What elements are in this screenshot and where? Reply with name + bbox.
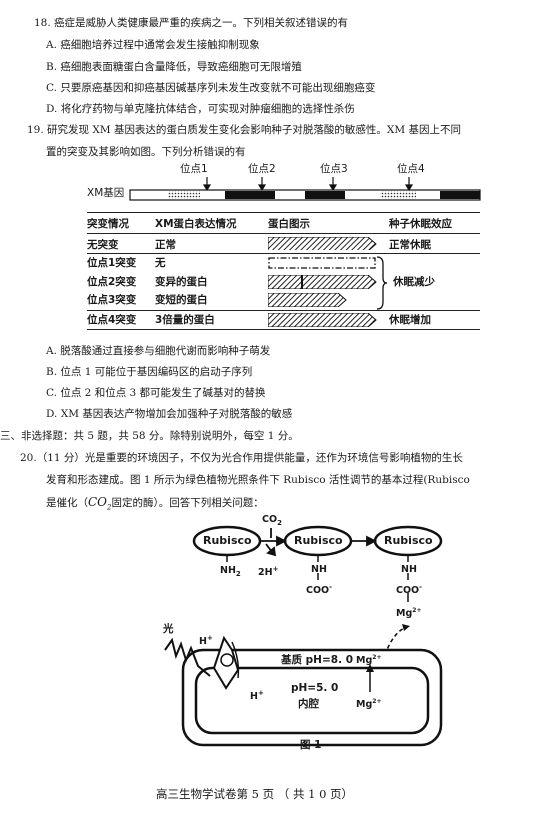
- table-row: 位点3突变 变短的蛋白: [87, 292, 480, 310]
- co2-formula: CO2: [88, 495, 112, 512]
- co2-label: CO2: [262, 514, 282, 527]
- q18-stem: 18. 癌症是威胁人类健康最严重的疾病之一。下列相关叙述错误的有: [34, 17, 349, 29]
- q20-line3: 是催化（CO2固定的酶）。回答下列相关问题：: [46, 496, 264, 514]
- q20-line2: 发育和形态建成。图 1 所示为绿色植物光照条件下 Rubisco 活性调节的基本…: [46, 474, 470, 486]
- mg-complex-label: Mg2+: [396, 607, 422, 620]
- lumen-ph-label: pH=5. 0: [291, 682, 339, 694]
- light-label: 光: [163, 623, 174, 635]
- table-rule: [87, 253, 480, 254]
- q19-option-d: D. XM 基因表达产物增加会加强种子对脱落酸的敏感: [46, 408, 293, 420]
- protein-short-icon: [268, 293, 347, 307]
- q19-option-a: A. 脱落酸通过直接参与细胞代谢而影响种子萌发: [46, 345, 271, 357]
- table-row: 位点1突变 无: [87, 255, 480, 271]
- table-row: 位点4突变 3倍量的蛋白 休眠增加: [87, 311, 480, 329]
- table-header: 突变情况 XM蛋白表达情况 蛋白图示 种子休眠效应: [87, 213, 480, 233]
- q20-line3-end: 固定的酶）。回答下列相关问题：: [111, 497, 264, 509]
- row-expression: 变短的蛋白: [155, 294, 208, 306]
- row-mutation: 位点1突变: [87, 257, 137, 269]
- q18-option-d: D. 将化疗药物与单克隆抗体结合，可实现对肿瘤细胞的选择性杀伤: [46, 103, 355, 115]
- q19-stem-line2: 置的突变及其影响如图。下列分析错误的有: [46, 146, 246, 158]
- protein-variant-icon: [268, 275, 377, 289]
- row-expression: 正常: [155, 239, 176, 251]
- table-rule: [87, 310, 480, 311]
- q19-option-c: C. 位点 2 和位点 3 都可能发生了碱基对的替换: [46, 387, 266, 399]
- row-expression: 3倍量的蛋白: [155, 314, 215, 326]
- q20-line1: 20.（11 分）光是重要的环境因子，不仅为光合作用提供能量，还作为环境信号影响…: [20, 452, 463, 464]
- header-diagram: 蛋白图示: [268, 218, 310, 230]
- table-rule: [87, 329, 480, 330]
- header-expression: XM蛋白表达情况: [155, 218, 237, 230]
- site1-label: 位点1: [180, 163, 208, 175]
- row-mutation: 位点4突变: [87, 314, 137, 326]
- figure-caption: 图 1: [300, 739, 322, 751]
- site2-label: 位点2: [248, 163, 276, 175]
- q18-option-a: A. 癌细胞培养过程中通常会发生接触抑制现象: [46, 39, 260, 51]
- coo-label-3: COO-: [396, 583, 423, 597]
- row-effect: 休眠增加: [389, 314, 431, 326]
- q19-option-b: B. 位点 1 可能位于基因编码区的启动子序列: [46, 366, 253, 378]
- hplus-lumen-label: H+: [250, 689, 264, 703]
- brace-icon: [376, 256, 388, 310]
- q18-option-b: B. 癌细胞表面糖蛋白含量降低，导致癌细胞可无限增殖: [46, 61, 302, 73]
- nh-label-2: NH: [311, 564, 327, 575]
- table-row: 位点2突变 变异的蛋白 休眠减少: [87, 273, 480, 291]
- page-footer: 高三生物学试卷第 5 页 （ 共 1 0 页）: [156, 787, 354, 801]
- protein-normal-icon: [268, 237, 377, 250]
- row-expression: 变异的蛋白: [155, 276, 208, 288]
- nh-label-3: NH: [401, 564, 417, 575]
- header-mutation: 突变情况: [87, 218, 129, 230]
- row-mutation: 位点2突变: [87, 276, 137, 288]
- stroma-label: 基质 pH=8. 0: [281, 654, 354, 666]
- protein-absent-icon: [268, 257, 376, 269]
- q20-line3-start: 是催化（: [46, 497, 88, 509]
- rubisco-1-label: Rubisco: [203, 534, 252, 547]
- rubisco-3-label: Rubisco: [384, 534, 433, 547]
- table-row: 无突变 正常 正常休眠: [87, 234, 480, 254]
- coo-label-2: COO-: [306, 583, 333, 597]
- rubisco-2-label: Rubisco: [294, 534, 343, 547]
- nh2-label: NH2: [220, 565, 241, 578]
- row-mutation: 无突变: [87, 239, 119, 251]
- row-effect: 休眠减少: [393, 276, 435, 288]
- site3-label: 位点3: [320, 163, 348, 175]
- lumen-label: 内腔: [298, 698, 319, 710]
- q18-option-c: C. 只要原癌基因和抑癌基因碱基序列未发生改变就不可能出现细胞癌变: [46, 82, 376, 94]
- table-rule: [87, 233, 480, 234]
- gene-bar: [129, 177, 481, 201]
- protein-triple-icon: [268, 313, 377, 327]
- header-effect: 种子休眠效应: [389, 218, 452, 230]
- row-expression: 无: [155, 257, 166, 269]
- hplus-stroma-label: H+: [199, 634, 213, 648]
- hplus-2-label: 2H+: [258, 565, 279, 579]
- row-effect: 正常休眠: [389, 239, 431, 251]
- row-mutation: 位点3突变: [87, 294, 137, 306]
- table-rule: [87, 212, 480, 213]
- section-three-heading: 三、非选择题：共 5 题，共 58 分。除特别说明外，每空 1 分。: [0, 430, 299, 442]
- site4-label: 位点4: [397, 163, 425, 175]
- figure-1: Rubisco Rubisco Rubisco CO2 2H+ NH2 NH C…: [0, 510, 555, 760]
- gene-label: XM基因: [87, 187, 125, 199]
- figure-1-svg: [164, 525, 443, 747]
- mg-lumen-label: Mg2+: [356, 698, 382, 711]
- q19-stem-line1: 19. 研究发现 XM 基因表达的蛋白质发生变化会影响种子对脱落酸的敏感性。XM…: [27, 124, 462, 136]
- mg-stroma-label: Mg2+: [356, 654, 382, 667]
